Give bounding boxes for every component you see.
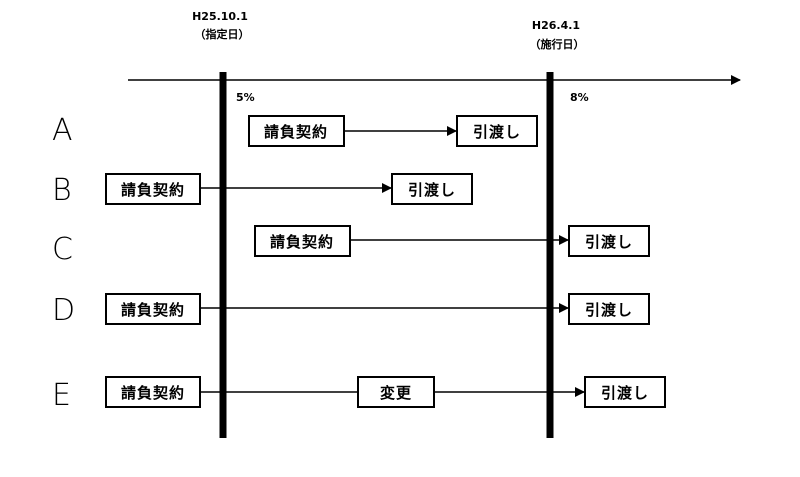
row-c: 請負契約 引渡し (254, 225, 650, 257)
effective-date-label: H26.4.1 (532, 19, 580, 32)
row-b-delivery-label: 引渡し (408, 181, 456, 199)
row-b-contract-box (105, 173, 201, 205)
row-c-contract-label: 請負契約 (270, 233, 334, 251)
row-label-b: B (52, 173, 72, 208)
row-b: 請負契約 引渡し (105, 173, 473, 205)
rate-after-label: 8% (570, 91, 589, 104)
row-label-a: A (52, 113, 73, 148)
row-label-e: E (52, 378, 71, 413)
row-a-contract-label: 請負契約 (264, 123, 328, 141)
row-a-delivery-label: 引渡し (473, 123, 521, 141)
designated-date-label: H25.10.1 (192, 10, 248, 23)
row-d-contract-box (105, 293, 201, 325)
row-c-delivery-box (568, 225, 650, 257)
designated-date-note: （指定日） (195, 27, 250, 41)
row-c-contract-box (254, 225, 351, 257)
row-a-delivery-box (456, 115, 538, 147)
rate-before-label: 5% (236, 91, 255, 104)
row-b-delivery-box (391, 173, 473, 205)
row-b-contract-label: 請負契約 (121, 181, 185, 199)
row-label-c: C (52, 232, 73, 267)
row-e-delivery-box (584, 376, 666, 408)
row-a: 請負契約 引渡し (248, 115, 538, 147)
row-d-delivery-label: 引渡し (585, 301, 633, 319)
row-c-delivery-label: 引渡し (585, 233, 633, 251)
effective-date-note: （施行日） (530, 37, 585, 51)
row-d-delivery-box (568, 293, 650, 325)
row-e-contract-label: 請負契約 (121, 384, 185, 402)
row-e-delivery-label: 引渡し (601, 384, 649, 402)
row-e: 請負契約 変更 引渡し (105, 376, 666, 408)
row-d-contract-label: 請負契約 (121, 301, 185, 319)
row-label-d: D (52, 293, 75, 328)
row-e-change-label: 変更 (380, 384, 412, 402)
row-a-contract-box (248, 115, 345, 147)
row-d: 請負契約 引渡し (105, 293, 650, 325)
